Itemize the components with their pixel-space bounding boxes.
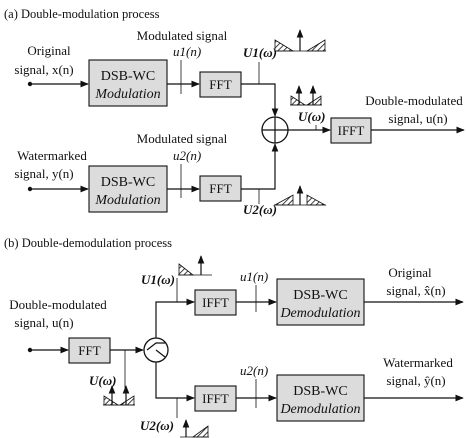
dsb-modulation-block-2 [88, 165, 168, 213]
dsb2-line1: DSB-WC [101, 175, 155, 190]
U2w-label: U2(ω) [243, 202, 277, 217]
spectrum-U-icon [290, 85, 322, 106]
b-spectrum-U2-icon [180, 419, 209, 438]
fft2-to-adder [241, 143, 279, 190]
fft2-label: FFT [209, 181, 231, 196]
dsb1-line1: DSB-WC [101, 69, 155, 84]
dsb-demodulation-block-2 [276, 374, 365, 422]
b-U2w-label: U2(ω) [140, 418, 174, 433]
mod-signal-label-2: Modulated signal [137, 131, 228, 146]
splitter-to-ifft2 [155, 362, 195, 402]
b-input-label-line2: signal, u(n) [14, 315, 73, 330]
dsb-demodulation-block-1 [276, 278, 365, 326]
input1-label-line2: signal, x(n) [14, 62, 73, 77]
b-out2-line1: Watermarked [383, 355, 453, 370]
b-dsb2-line1: DSB-WC [293, 384, 347, 399]
dsb2-line2: Modulation [94, 193, 160, 208]
b-out2-line2: signal, ŷ(n) [386, 373, 445, 388]
b-spectrum-U1-icon [178, 255, 212, 276]
b-dsb2-line2: Demodulation [279, 402, 360, 417]
part-a-title: (a) Double-modulation process [4, 7, 160, 21]
b-ifft1-label: IFFT [202, 295, 229, 310]
b-u2n-label: u2(n) [240, 363, 268, 378]
input1-label-line1: Original [27, 43, 71, 58]
b-U1w-label: U1(ω) [141, 272, 175, 287]
Uw-label: U(ω) [298, 109, 325, 124]
input2-label-line1: Watermarked [17, 148, 87, 163]
b-ifft2-label: IFFT [202, 391, 229, 406]
b-ifft-block-1 [194, 289, 237, 316]
splitter-to-ifft1 [155, 298, 195, 338]
dsb-modulation-block-1 [88, 59, 168, 107]
b-dsb1-line2: Demodulation [279, 306, 360, 321]
u1n-label: u1(n) [173, 44, 201, 59]
ifft-label: IFFT [338, 123, 365, 138]
b-u1n-label: u1(n) [240, 269, 268, 284]
fft1-to-adder [241, 83, 279, 117]
b-input-label-line1: Double-modulated [9, 297, 107, 312]
b-out1-line1: Original [388, 265, 432, 280]
u2n-label: u2(n) [173, 148, 201, 163]
dsb1-line2: Modulation [94, 87, 160, 102]
b-fft-label: FFT [78, 343, 100, 358]
fft-block-2 [199, 175, 242, 202]
b-fft-block [68, 337, 111, 364]
fft1-label: FFT [209, 77, 231, 92]
part-b-title: (b) Double-demodulation process [4, 236, 172, 250]
spectrum-U2-icon [273, 185, 327, 206]
mod-signal-label-1: Modulated signal [137, 28, 228, 43]
b-out1-line2: signal, x̂(n) [386, 283, 445, 298]
output-label-line2: signal, u(n) [388, 111, 447, 126]
spectrum-U1-icon [274, 29, 326, 52]
b-dsb1-line1: DSB-WC [293, 288, 347, 303]
output-label-line1: Double-modulated [365, 93, 463, 108]
ifft-block [330, 117, 372, 144]
input2-label-line2: signal, y(n) [14, 166, 73, 181]
splitter-icon [143, 337, 169, 363]
adder-icon [261, 116, 289, 144]
b-Uw-label: U(ω) [89, 373, 116, 388]
U1w-label: U1(ω) [243, 45, 277, 60]
b-spectrum-U-icon [103, 385, 135, 406]
